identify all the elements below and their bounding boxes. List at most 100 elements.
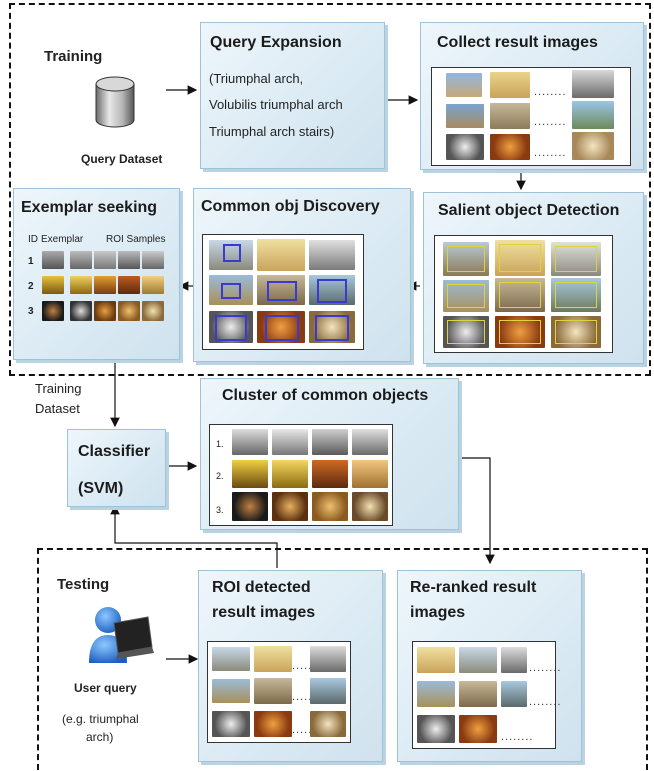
roi-sample-thumbnail [70, 276, 92, 294]
cluster-panel: 1. 2. 3. [209, 424, 393, 526]
result-thumbnail [446, 73, 482, 97]
reranked-thumbnail [459, 647, 497, 673]
roi-sample-thumbnail [142, 251, 164, 269]
exemplar-thumbnail [42, 251, 64, 269]
more-results-dots: ........ [534, 86, 567, 98]
salient-thumbnail [495, 240, 545, 276]
result-thumbnail [572, 101, 614, 129]
cluster-thumbnail [272, 460, 308, 488]
roi-result-thumbnail [310, 711, 346, 737]
more-results-dots: ........ [534, 116, 567, 128]
roi-results-panel: ........ ........ ........ [207, 641, 351, 743]
roi-result-thumbnail [212, 647, 250, 671]
more-results-dots: ........ [529, 662, 562, 674]
roi-thumbnail [209, 275, 253, 305]
roi-sample-thumbnail [142, 276, 164, 294]
result-thumbnail [572, 70, 614, 98]
common-discovery-panel [202, 234, 364, 350]
roi-sample-thumbnail [118, 301, 140, 321]
training-dataset-label-line-1: Training [35, 381, 82, 396]
salient-thumbnail [443, 316, 489, 348]
cluster-thumbnail [272, 429, 308, 455]
roi-thumbnail [209, 311, 253, 343]
roi-results-title-line-1: ROI detected [212, 579, 311, 596]
salient-thumbnail [443, 242, 489, 276]
arrow-cluster-to-reranked [458, 457, 495, 565]
collect-results-title: Collect result images [437, 34, 598, 51]
roi-result-thumbnail [212, 679, 250, 703]
salient-thumbnail [551, 242, 601, 276]
cluster-thumbnail [312, 429, 348, 455]
cluster-row-label: 2. [216, 471, 224, 481]
salient-thumbnail [495, 278, 545, 312]
reranked-title-line-1: Re-ranked result [410, 579, 537, 596]
cluster-thumbnail [232, 460, 268, 488]
roi-sample-thumbnail [94, 301, 116, 321]
roi-thumbnail [309, 311, 355, 343]
roi-result-thumbnail [254, 711, 292, 737]
roi-sample-thumbnail [70, 251, 92, 269]
arrow-roi-to-classifier [110, 504, 278, 568]
example-line-1: (e.g. triumphal [62, 712, 139, 726]
classifier-title: Classifier [78, 443, 151, 460]
reranked-thumbnail [459, 715, 497, 743]
roi-thumbnail [309, 275, 355, 305]
testing-section-frame [37, 548, 648, 770]
salient-detection-title: Salient object Detection [438, 202, 620, 219]
salient-thumbnail [495, 316, 545, 348]
roi-result-thumbnail [254, 646, 292, 672]
salient-thumbnail [551, 278, 601, 312]
roi-result-thumbnail [254, 678, 292, 704]
more-results-dots: ........ [529, 696, 562, 708]
exemplar-col-id: ID [28, 234, 38, 245]
common-discovery-title: Common obj Discovery [201, 198, 380, 215]
collect-results-panel: ........ ........ ........ [431, 67, 631, 166]
roi-sample-thumbnail [70, 301, 92, 321]
query-expansion-line-1: (Triumphal arch, [209, 71, 304, 86]
classifier-subtitle: (SVM) [78, 480, 124, 497]
result-thumbnail [446, 134, 484, 160]
roi-thumbnail [257, 239, 305, 271]
roi-results-box: ROI detected result images ........ ....… [198, 570, 383, 762]
training-dataset-label-line-2: Dataset [35, 401, 80, 416]
result-thumbnail [572, 132, 614, 160]
query-expansion-line-2: Volubilis triumphal arch [209, 97, 343, 112]
exemplar-col-roi: ROI Samples [106, 234, 166, 245]
query-expansion-line-3: Triumphal arch stairs) [209, 124, 335, 139]
exemplar-row-id: 2 [28, 281, 34, 292]
roi-result-thumbnail [310, 646, 346, 672]
cluster-row-label: 1. [216, 439, 224, 449]
cluster-thumbnail [352, 429, 388, 455]
more-results-dots: ........ [501, 731, 534, 743]
reranked-title-line-2: images [410, 604, 466, 621]
common-discovery-box: Common obj Discovery [193, 188, 411, 362]
classifier-box: Classifier (SVM) [67, 429, 166, 507]
cluster-thumbnail [352, 492, 388, 521]
salient-thumbnail [443, 280, 489, 312]
reranked-thumbnail [501, 681, 527, 707]
salient-detection-panel [434, 235, 613, 353]
roi-thumbnail [209, 240, 253, 270]
query-dataset-label: Query Dataset [81, 152, 163, 166]
roi-thumbnail [309, 240, 355, 270]
exemplar-seeking-box: Exemplar seeking ID Exemplar ROI Samples… [13, 188, 180, 360]
exemplar-seeking-title: Exemplar seeking [21, 199, 158, 216]
query-expansion-box: Query Expansion (Triumphal arch, Volubil… [200, 22, 385, 169]
cluster-thumbnail [352, 460, 388, 488]
user-with-laptop-icon [89, 607, 154, 663]
roi-result-thumbnail [310, 678, 346, 704]
collect-results-box: Collect result images ........ ........ … [420, 22, 644, 170]
reranked-thumbnail [417, 715, 455, 743]
reranked-panel: ........ ........ ........ [412, 641, 560, 749]
salient-thumbnail [551, 316, 601, 348]
user-query-label: User query [74, 681, 137, 695]
result-thumbnail [490, 72, 530, 98]
result-thumbnail [446, 104, 484, 128]
cluster-thumbnail [232, 429, 268, 455]
roi-results-title-line-2: result images [212, 604, 316, 621]
exemplar-thumbnail [42, 276, 64, 294]
roi-sample-thumbnail [118, 276, 140, 294]
roi-sample-thumbnail [94, 276, 116, 294]
database-icon [95, 76, 135, 128]
